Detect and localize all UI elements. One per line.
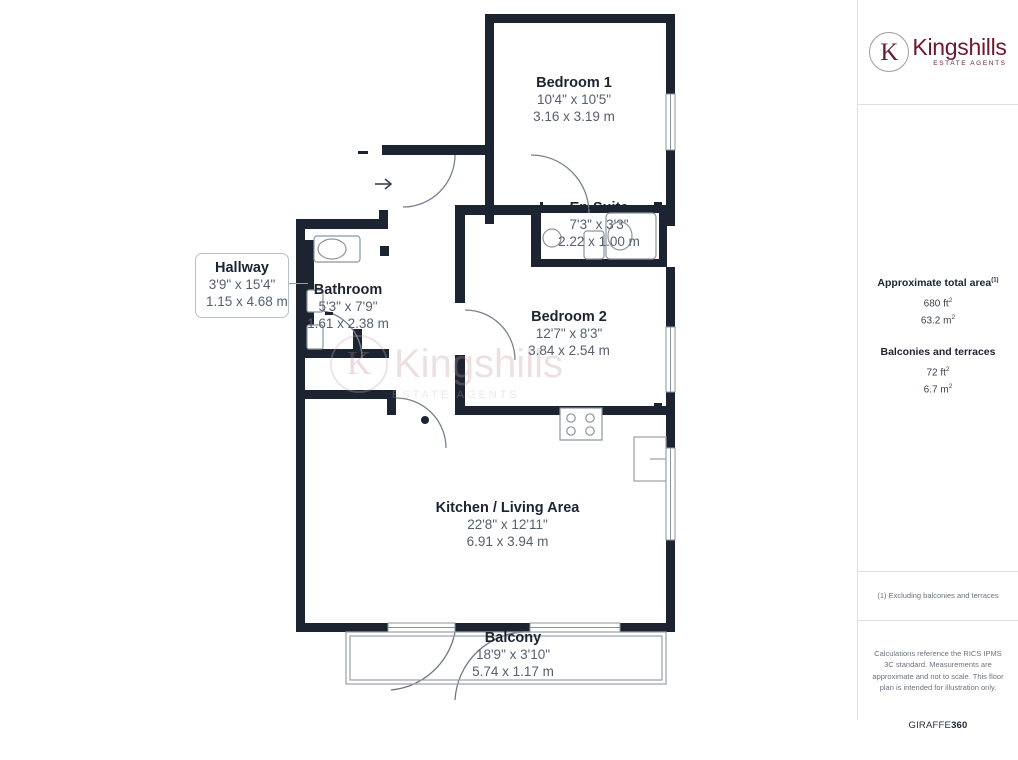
- ensuite-sink-icon: [542, 228, 562, 248]
- balconies-sqm-exponent: 2: [948, 382, 953, 390]
- door-bedroom1-arc: [530, 154, 590, 214]
- total-area-title-text: Approximate total area: [877, 277, 992, 290]
- provider-brand-text: GIRAFFE360: [908, 720, 967, 731]
- floor-plan-drawing: [296, 14, 676, 701]
- logo-circle-icon: K: [869, 32, 910, 72]
- brand-logo[interactable]: K Kingshills ESTATE AGENTS: [858, 0, 1018, 105]
- door-bedroom2-arc: [464, 309, 516, 361]
- balconies-sqft-exponent: 2: [945, 366, 950, 373]
- balconies-title: Balconies and terraces: [880, 346, 996, 358]
- sqft-exponent: 2: [948, 297, 953, 305]
- door-living-arc: [395, 397, 447, 449]
- balconies-area-block: Balconies and terraces 72 ft2 6.7 m2: [881, 346, 996, 399]
- floor-plan-canvas[interactable]: K Kingshills ESTATE AGENTS Bedroom 1 10'…: [0, 0, 856, 720]
- disclaimer-text: Calculations reference the RICS IPMS 3C …: [872, 649, 1004, 692]
- total-area-sqft-value: 680 ft: [923, 298, 949, 310]
- entry-direction-arrow: [375, 178, 393, 190]
- area-footnote: (1) Excluding balconies and terraces: [858, 572, 1018, 621]
- balconies-sqm-value: 6.7 m: [923, 384, 949, 396]
- sink-icon: [306, 289, 324, 313]
- ensuite-toilet-icon: [583, 230, 605, 260]
- toilet-icon: [306, 324, 324, 350]
- hob-icon: [559, 407, 603, 441]
- floor-plan-page: K Kingshills ESTATE AGENTS Bedroom 1 10'…: [0, 0, 1018, 731]
- disclaimer: Calculations reference the RICS IPMS 3C …: [858, 621, 1018, 720]
- door-balcony-left-arc: [390, 631, 456, 691]
- total-area-sqft: 680 ft2: [877, 296, 998, 313]
- fixtures: [306, 212, 667, 482]
- total-area-title: Approximate total area(1): [877, 277, 998, 289]
- door-entrance-arc: [402, 154, 456, 208]
- dimension-ticks: [325, 151, 662, 424]
- provider-prefix: GIRAFFE: [908, 720, 952, 731]
- total-area-sqm-value: 63.2 m: [920, 315, 952, 327]
- balconies-sqft: 72 ft2: [881, 365, 996, 382]
- logo-letter: K: [880, 38, 899, 66]
- logo-name: Kingshills: [912, 34, 1007, 61]
- footnote-text: (1) Excluding balconies and terraces: [877, 591, 999, 601]
- hallway-callout-leader: [286, 283, 308, 284]
- area-summary: Approximate total area(1) 680 ft2 63.2 m…: [858, 105, 1018, 572]
- balconies-sqft-value: 72 ft: [926, 367, 946, 379]
- balcony-outline: [345, 631, 667, 685]
- total-area-block: Approximate total area(1) 680 ft2 63.2 m…: [877, 277, 998, 330]
- provider-brand: GIRAFFE360: [858, 720, 1018, 760]
- total-area-sqm: 63.2 m2: [877, 313, 998, 330]
- sqm-exponent: 2: [951, 314, 956, 322]
- logo-tagline: ESTATE AGENTS: [933, 60, 1007, 68]
- balconies-sqm: 6.7 m2: [881, 382, 996, 399]
- total-area-footnote-marker: (1): [991, 277, 999, 284]
- door-balcony-right-arc: [454, 631, 531, 701]
- provider-suffix: 360: [951, 720, 968, 731]
- info-panel: K Kingshills ESTATE AGENTS Approximate t…: [857, 0, 1018, 731]
